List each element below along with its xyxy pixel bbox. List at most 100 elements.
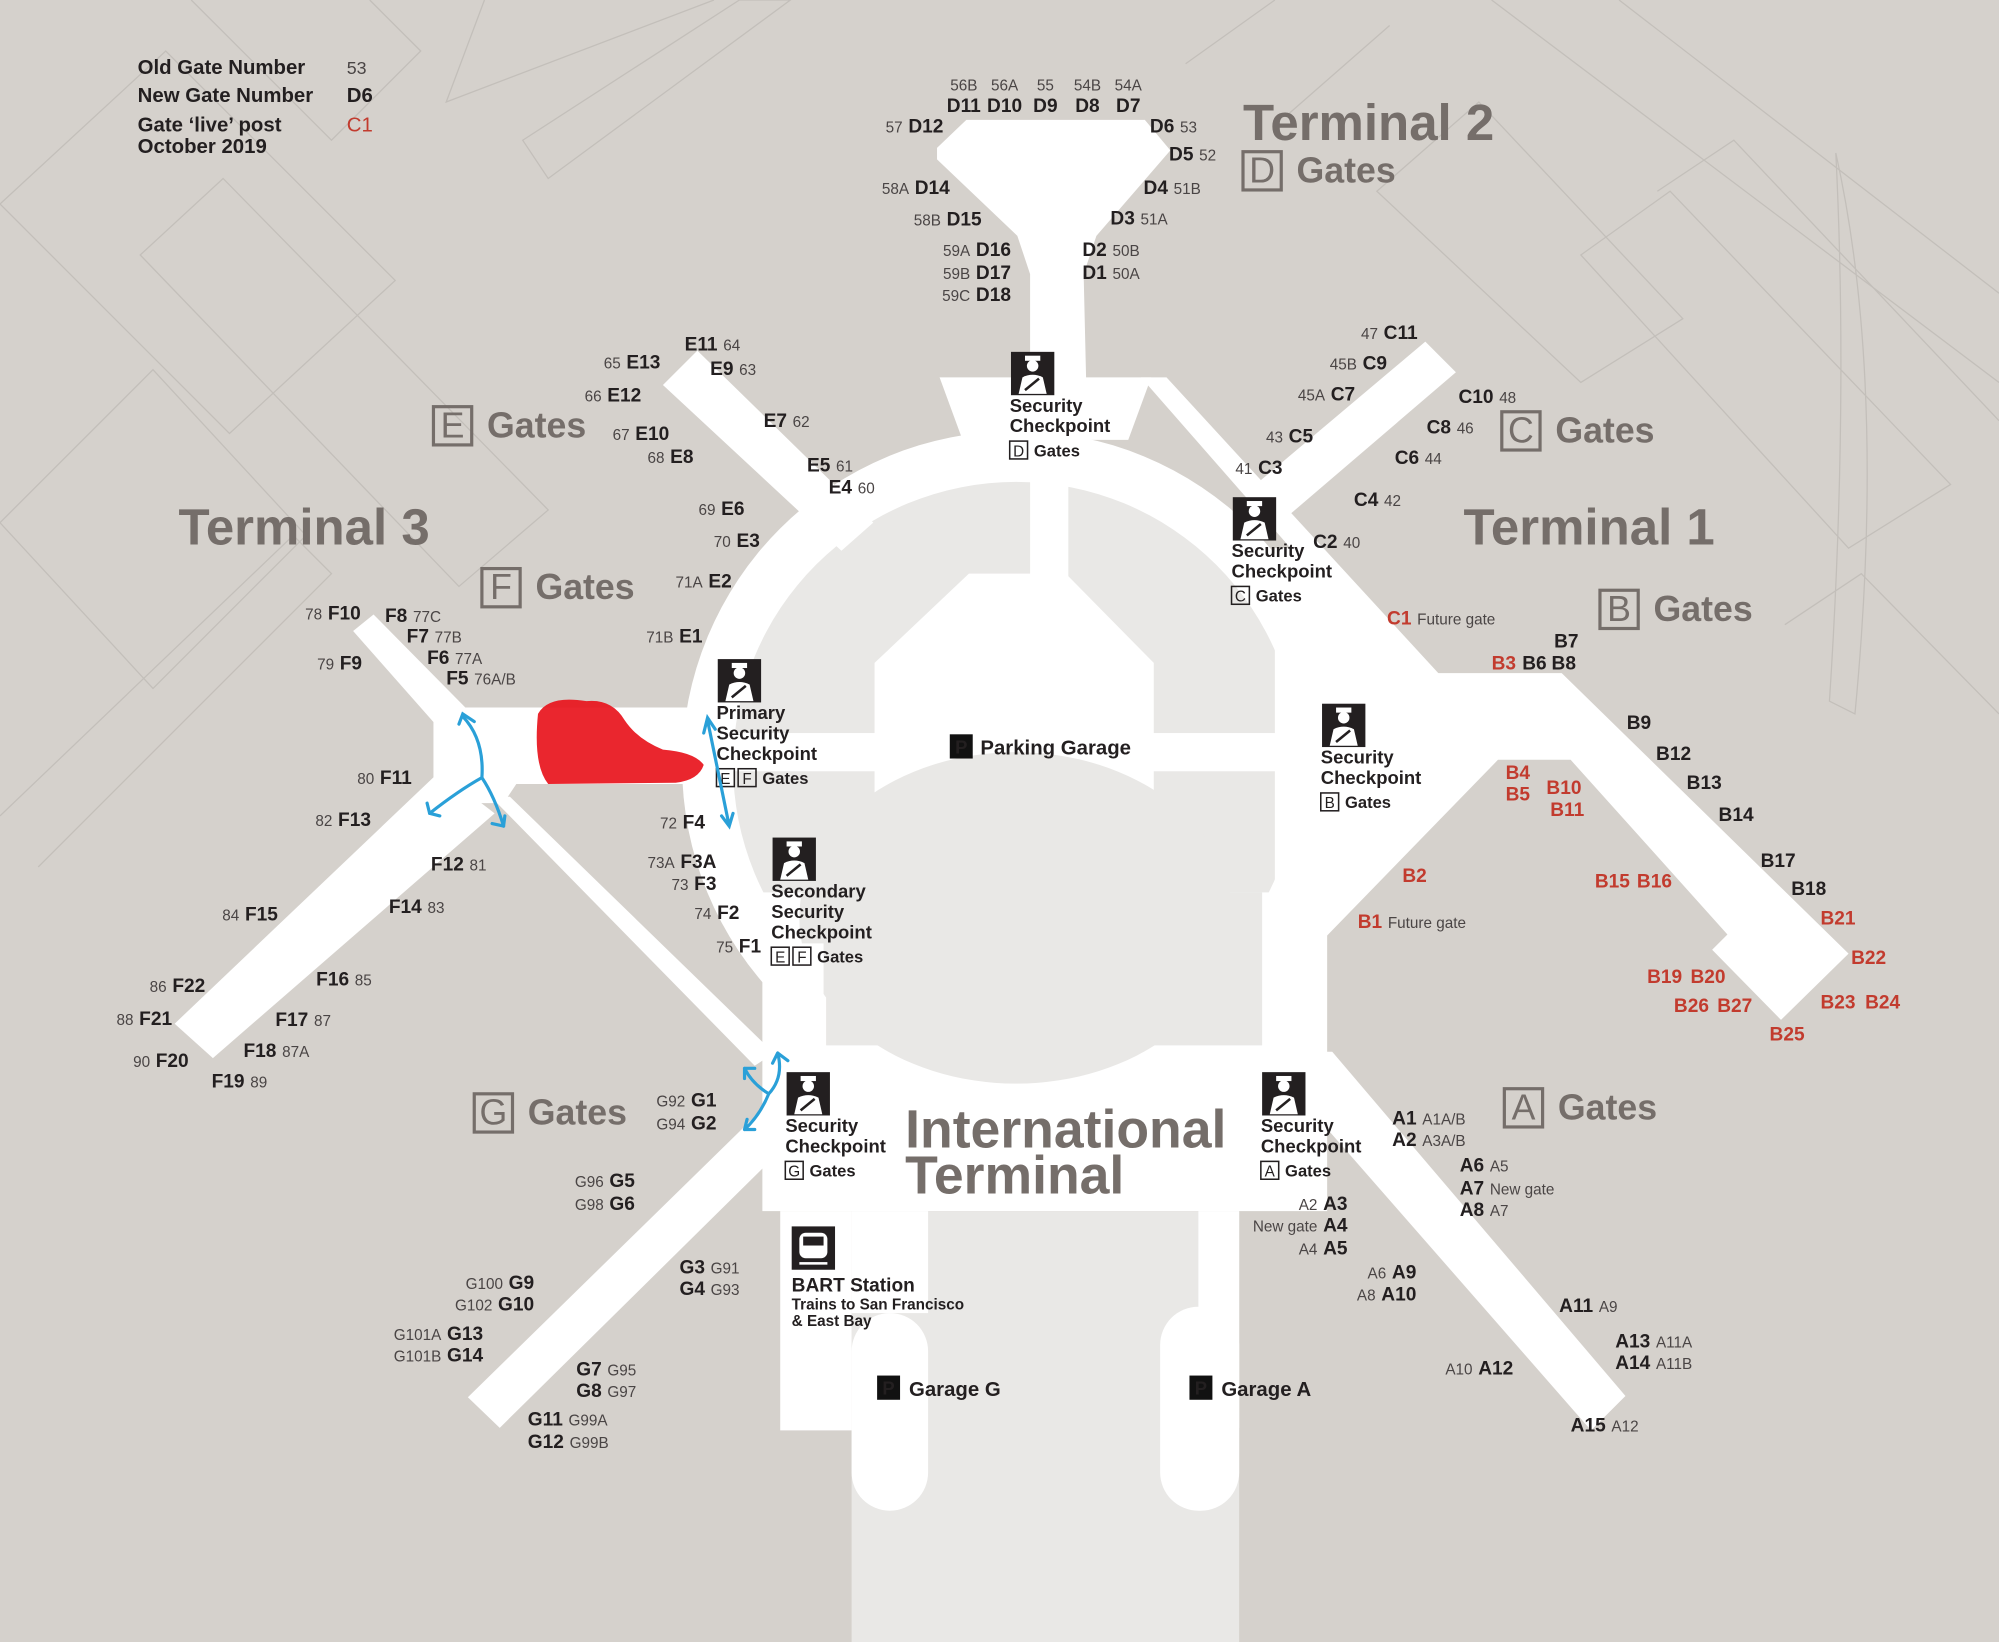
- gate-label-b12[interactable]: B12: [1656, 744, 1691, 765]
- gate-label-g4[interactable]: G4 G93: [680, 1278, 740, 1300]
- gate-label-f21[interactable]: 88 F21: [116, 1008, 172, 1030]
- gate-label-a6[interactable]: A6 A5: [1460, 1155, 1509, 1177]
- gate-label-d12[interactable]: 57 D12: [886, 116, 944, 138]
- gate-label-c9[interactable]: 45B C9: [1330, 353, 1387, 375]
- gate-label-b24[interactable]: B24: [1865, 992, 1900, 1013]
- gate-label-d15[interactable]: 58B D15: [914, 209, 982, 231]
- gate-label-f20[interactable]: 90 F20: [133, 1050, 189, 1072]
- gate-label-d17[interactable]: 59B D17: [943, 262, 1011, 284]
- gate-label-e6[interactable]: 69 E6: [698, 498, 744, 520]
- gate-label-b2[interactable]: B2: [1402, 866, 1426, 887]
- gate-label-e3[interactable]: 70 E3: [714, 530, 760, 552]
- gate-label-g11[interactable]: G11 G99A: [528, 1408, 609, 1430]
- gate-label-d16[interactable]: 59A D16: [943, 239, 1011, 261]
- gate-label-e8[interactable]: 68 E8: [647, 446, 693, 468]
- gate-label-b18[interactable]: B18: [1791, 879, 1826, 900]
- gate-label-b11[interactable]: B11: [1550, 800, 1584, 821]
- gate-label-a3[interactable]: A2 A3: [1299, 1193, 1348, 1215]
- gate-label-a4[interactable]: New gate A4: [1253, 1215, 1348, 1237]
- gate-label-g7[interactable]: G7 G95: [576, 1359, 636, 1381]
- gate-label-e9[interactable]: E9 63: [710, 358, 756, 380]
- gate-label-a11[interactable]: A11 A9: [1559, 1295, 1617, 1317]
- gate-label-b5[interactable]: B5: [1506, 785, 1531, 806]
- gate-label-c6[interactable]: C6 44: [1395, 447, 1443, 469]
- gate-label-g3[interactable]: G3 G91: [680, 1257, 740, 1279]
- gate-label-b8[interactable]: B8: [1552, 653, 1577, 674]
- gate-label-b7[interactable]: B7: [1554, 632, 1578, 653]
- gate-label-c1[interactable]: C1 Future gate: [1387, 608, 1495, 630]
- gate-label-b15[interactable]: B15: [1595, 871, 1630, 892]
- gate-label-e7[interactable]: E7 62: [764, 410, 810, 432]
- gate-label-f17[interactable]: F17 87: [275, 1009, 331, 1031]
- gate-label-e5[interactable]: E5 61: [807, 455, 853, 477]
- gate-label-b1[interactable]: B1 Future gate: [1358, 911, 1466, 933]
- gate-label-b27[interactable]: B27: [1717, 996, 1752, 1017]
- gate-label-g5[interactable]: G96 G5: [575, 1170, 635, 1192]
- gate-label-d6[interactable]: D6 53: [1150, 116, 1197, 138]
- gate-label-f7[interactable]: F7 77B: [407, 626, 462, 648]
- gate-label-f3[interactable]: 73 F3: [671, 873, 716, 895]
- garage-g[interactable]: P Garage G: [877, 1375, 1001, 1401]
- gate-label-b6[interactable]: B6: [1522, 653, 1546, 674]
- gate-label-d4[interactable]: D4 51B: [1144, 177, 1201, 199]
- gate-label-g14[interactable]: G101B G14: [394, 1345, 484, 1367]
- gate-label-f12[interactable]: F12 81: [431, 854, 487, 876]
- gate-label-a1[interactable]: A1 A1A/B: [1392, 1107, 1465, 1129]
- gate-label-b4[interactable]: B4: [1506, 763, 1531, 784]
- gate-label-a5[interactable]: A4 A5: [1299, 1237, 1348, 1259]
- garage-a[interactable]: P Garage A: [1189, 1375, 1311, 1401]
- gate-label-f16[interactable]: F16 85: [316, 968, 372, 990]
- gate-label-f3a[interactable]: 73A F3A: [647, 851, 716, 873]
- gate-label-a15[interactable]: A15 A12: [1571, 1415, 1639, 1437]
- gate-label-b13[interactable]: B13: [1687, 773, 1722, 794]
- gate-label-b23[interactable]: B23: [1821, 992, 1856, 1013]
- gate-label-f18[interactable]: F18 87A: [244, 1040, 311, 1062]
- gate-label-e1[interactable]: 71B E1: [646, 626, 703, 648]
- gate-label-c2[interactable]: C2 40: [1313, 531, 1360, 553]
- gate-label-a10[interactable]: A8 A10: [1357, 1283, 1416, 1305]
- gate-label-e13[interactable]: 65 E13: [604, 351, 661, 373]
- gate-label-g6[interactable]: G98 G6: [575, 1193, 635, 1215]
- gate-label-a14[interactable]: A14 A11B: [1615, 1352, 1692, 1374]
- gate-label-d2[interactable]: D2 50B: [1082, 239, 1139, 261]
- gate-label-c4[interactable]: C4 42: [1354, 489, 1401, 511]
- gate-label-b14[interactable]: B14: [1719, 805, 1754, 826]
- gate-label-a7[interactable]: A7 New gate: [1460, 1178, 1555, 1200]
- gate-label-g1[interactable]: G92 G1: [656, 1090, 716, 1112]
- gate-label-b20[interactable]: B20: [1690, 967, 1725, 988]
- gate-label-e12[interactable]: 66 E12: [585, 385, 642, 407]
- gate-label-a13[interactable]: A13 A11A: [1615, 1331, 1693, 1353]
- gate-label-c5[interactable]: 43 C5: [1266, 425, 1313, 447]
- gate-label-b17[interactable]: B17: [1761, 851, 1796, 872]
- gate-label-g13[interactable]: G101A G13: [394, 1323, 483, 1345]
- gate-label-g9[interactable]: G100 G9: [466, 1272, 535, 1294]
- gate-label-e2[interactable]: 71A E2: [676, 571, 732, 593]
- gate-label-b26[interactable]: B26: [1674, 996, 1709, 1017]
- gate-label-b9[interactable]: B9: [1627, 713, 1651, 734]
- gate-label-d3[interactable]: D3 51A: [1110, 207, 1168, 229]
- gate-label-a2[interactable]: A2 A3A/B: [1392, 1129, 1465, 1151]
- gate-label-g12[interactable]: G12 G99B: [528, 1431, 609, 1453]
- gate-label-f14[interactable]: F14 83: [389, 896, 445, 918]
- gate-label-b21[interactable]: B21: [1821, 908, 1856, 929]
- gate-label-f8[interactable]: F8 77C: [385, 605, 441, 627]
- gate-label-d5[interactable]: D5 52: [1169, 144, 1216, 166]
- gate-label-g8[interactable]: G8 G97: [576, 1380, 636, 1402]
- gate-label-f15[interactable]: 84 F15: [222, 903, 278, 925]
- gate-label-c3[interactable]: 41 C3: [1235, 457, 1282, 479]
- gate-label-b3[interactable]: B3: [1492, 653, 1516, 674]
- gate-label-e11[interactable]: E11 64: [685, 334, 741, 356]
- gate-label-b16[interactable]: B16: [1637, 871, 1672, 892]
- gate-label-e4[interactable]: E4 60: [829, 476, 875, 498]
- gate-label-c11[interactable]: 47 C11: [1361, 322, 1418, 344]
- bart-station[interactable]: BART Station Trains to San Francisco & E…: [791, 1226, 964, 1330]
